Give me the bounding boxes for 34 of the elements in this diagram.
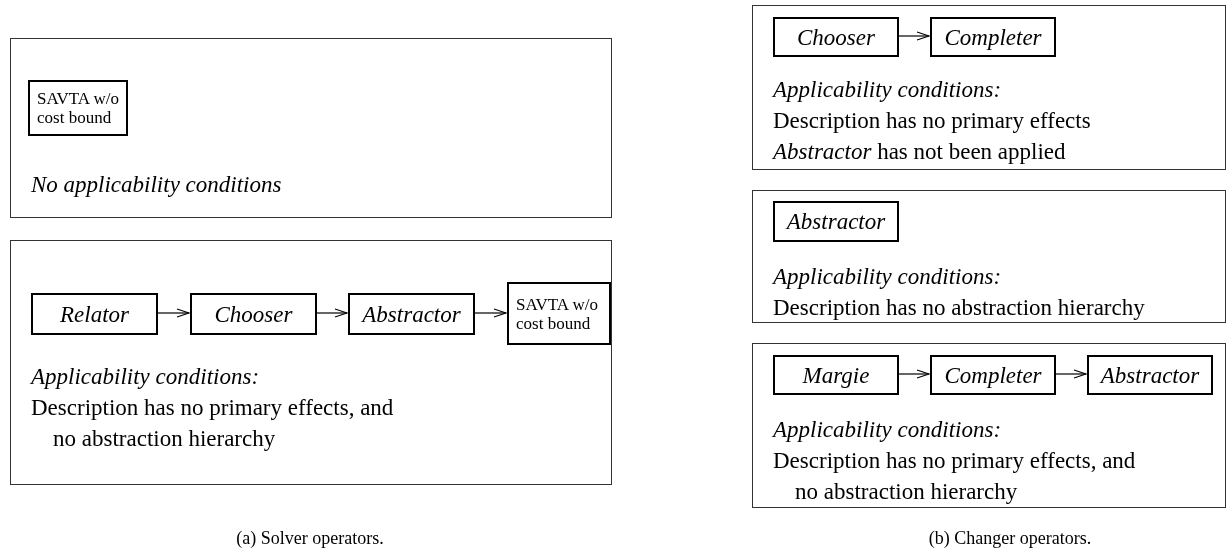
arrow (315, 308, 348, 318)
operator-panel (10, 240, 612, 485)
arrow (1054, 369, 1087, 379)
figure-caption: (b) Changer operators. (927, 527, 1093, 550)
operator-box: Completer (930, 355, 1056, 395)
condition-text: Description has no abstraction hierarchy (773, 294, 1145, 322)
operator-box: Relator (31, 293, 158, 335)
operator-box: Chooser (190, 293, 317, 335)
condition-text: Abstractor has not been applied (773, 138, 1067, 166)
operator-box: SAVTA w/o cost bound (507, 282, 611, 345)
arrow (897, 31, 930, 41)
operator-box: Abstractor (773, 201, 899, 242)
conditions-heading: Applicability conditions: (773, 416, 1003, 444)
conditions-heading: Applicability conditions: (31, 363, 261, 391)
conditions-heading: Applicability conditions: (773, 263, 1003, 291)
operator-panel (752, 190, 1226, 323)
condition-text: Description has no primary effects, and no abstraction hierarchy (31, 394, 395, 453)
conditions-heading: Applicability conditions: (773, 76, 1003, 104)
operator-box: Abstractor (1087, 355, 1213, 395)
condition-text: Description has no primary effects (773, 107, 1091, 135)
operator-box: Margie (773, 355, 899, 395)
condition-text: Description has no primary effects, and no abstraction hierarchy (773, 447, 1137, 506)
arrow (473, 308, 507, 318)
operator-box: Chooser (773, 17, 899, 57)
arrow (156, 308, 190, 318)
arrow (897, 369, 930, 379)
operator-box: Abstractor (348, 293, 475, 335)
figure-caption: (a) Solver operators. (235, 527, 385, 550)
operator-box: Completer (930, 17, 1056, 57)
operator-box: SAVTA w/o cost bound (28, 80, 128, 136)
conditions-heading: No applicability conditions (31, 171, 282, 199)
operator-panel (10, 38, 612, 218)
operator-panel (752, 343, 1226, 508)
operator-panel (752, 5, 1226, 170)
